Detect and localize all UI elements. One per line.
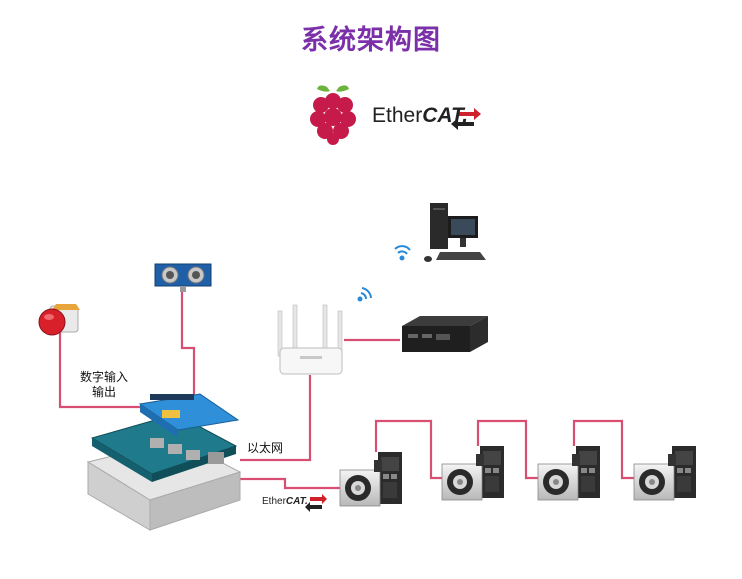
wire-ethercat (238, 477, 350, 490)
ethercat-link-label: EtherCAT. (262, 496, 308, 507)
ethercat-arrows-icon (451, 108, 481, 130)
servo-drive-2-icon (441, 445, 505, 501)
connection-wires (58, 288, 637, 490)
servo-drive-3-icon (537, 445, 601, 501)
ethercat-logo: EtherCAT. (372, 104, 469, 127)
wire-servo-2-3 (476, 419, 540, 480)
wifi-icon-pc (394, 245, 411, 261)
wire-digital-io (58, 332, 150, 409)
wifi-icon-router (357, 287, 372, 302)
ethernet-label: 以太网 (247, 441, 284, 455)
page-title: 系统架构图 (301, 25, 441, 56)
servo-drive-4-icon (633, 445, 697, 501)
raspberry-pi-logo-icon (310, 85, 356, 145)
digital-io-label: 数字输入输出 (80, 370, 129, 399)
wifi-router-icon (277, 304, 343, 375)
wire-servo-1-2 (374, 419, 446, 480)
wire-sensor (180, 288, 196, 398)
ultrasonic-sensor-icon (154, 263, 212, 292)
pc-workstation-icon (424, 203, 486, 262)
servo-drive-1-icon (339, 451, 403, 507)
industrial-box-pc-icon (402, 316, 488, 352)
emergency-stop-button-icon (38, 304, 80, 336)
wire-servo-3-4 (572, 419, 637, 480)
raspberry-pi-controller-icon (86, 413, 242, 531)
ethercat-small-arrows-icon (305, 494, 327, 512)
wire-ethernet (240, 375, 312, 462)
io-expansion-board-icon (138, 393, 240, 438)
